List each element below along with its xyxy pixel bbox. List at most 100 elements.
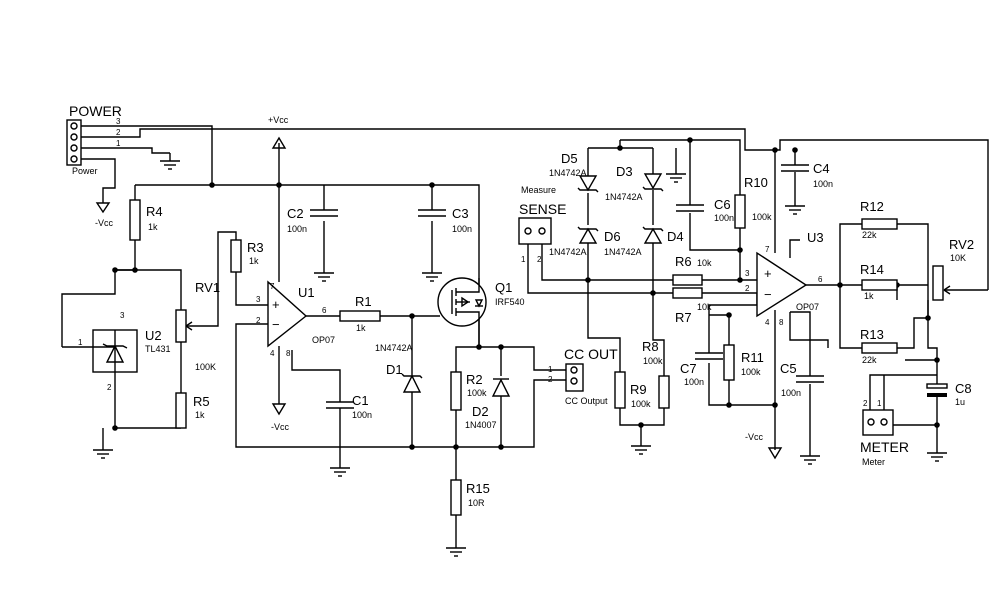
svg-text:1k: 1k: [195, 410, 205, 420]
svg-text:100k: 100k: [741, 367, 761, 377]
d1-zener: 1N4742A D1: [375, 343, 423, 393]
svg-text:2: 2: [256, 316, 261, 325]
svg-text:2: 2: [548, 375, 553, 384]
svg-text:CC OUT: CC OUT: [564, 346, 618, 362]
svg-text:R12: R12: [860, 199, 884, 214]
svg-text:R2: R2: [466, 372, 483, 387]
svg-text:−: −: [272, 317, 280, 332]
rv1-potentiometer: RV1 100K: [175, 280, 220, 372]
svg-text:−: −: [764, 287, 772, 302]
svg-text:100k: 100k: [467, 388, 487, 398]
svg-text:METER: METER: [860, 439, 909, 455]
svg-text:R10: R10: [744, 175, 768, 190]
svg-text:C3: C3: [452, 206, 469, 221]
svg-text:R15: R15: [466, 481, 490, 496]
svg-text:100k: 100k: [643, 356, 663, 366]
pos-vcc-label: +Vcc: [268, 115, 289, 125]
d2-diode: D2 1N4007: [465, 378, 511, 430]
svg-text:R3: R3: [247, 240, 264, 255]
svg-text:1k: 1k: [249, 256, 259, 266]
c7-capacitor: C7 100n: [680, 352, 724, 387]
svg-text:Q1: Q1: [495, 280, 512, 295]
svg-text:100n: 100n: [813, 179, 833, 189]
svg-text:10R: 10R: [468, 498, 485, 508]
neg-vcc-label-1: -Vcc: [95, 218, 114, 228]
svg-text:2: 2: [863, 399, 868, 408]
vcc-symbols: +Vcc -Vcc -Vcc: [268, 115, 783, 460]
cc-out-connector: CC OUT CC Output 1 2: [548, 346, 618, 406]
svg-text:C7: C7: [680, 361, 697, 376]
svg-text:2: 2: [537, 255, 542, 264]
c6-capacitor: C6 100n: [675, 197, 734, 223]
svg-text:10k: 10k: [697, 258, 712, 268]
svg-text:U2: U2: [145, 328, 162, 343]
svg-text:R6: R6: [675, 254, 692, 269]
svg-text:R7: R7: [675, 310, 692, 325]
svg-text:RV2: RV2: [949, 237, 974, 252]
u2-reference: 3 1 2 U2 TL431: [62, 311, 171, 459]
r3-resistor: R3 1k: [230, 239, 264, 273]
svg-text:1N4742A: 1N4742A: [549, 247, 587, 257]
c5-capacitor: C5 100n: [780, 361, 825, 465]
power-label: POWER: [69, 103, 122, 119]
svg-text:+: +: [272, 297, 280, 312]
d3-zener: D3 1N4742A: [605, 164, 664, 202]
neg-vcc-label-3: -Vcc: [745, 432, 764, 442]
d6-zener: D6 1N4742A: [549, 226, 621, 257]
sense-connector: SENSE Measure 1 2: [518, 185, 566, 264]
svg-text:RV1: RV1: [195, 280, 220, 295]
svg-text:7: 7: [270, 282, 275, 291]
r13-resistor: R13 22k: [860, 327, 898, 365]
svg-text:22k: 22k: [862, 355, 877, 365]
svg-text:1k: 1k: [864, 291, 874, 301]
svg-text:1: 1: [548, 365, 553, 374]
r2-resistor: R2 100k: [450, 371, 487, 411]
c2-capacitor: C2 100n: [287, 206, 339, 282]
r1-resistor: R1 1k: [339, 294, 381, 333]
svg-text:C4: C4: [813, 161, 830, 176]
c8-capacitor: C8 1u: [926, 381, 972, 462]
r4-resistor: R4 1k: [129, 199, 163, 241]
svg-text:7: 7: [765, 245, 770, 254]
svg-text:10K: 10K: [950, 253, 966, 263]
svg-text:D5: D5: [561, 151, 578, 166]
svg-text:R9: R9: [630, 382, 647, 397]
r15-resistor: R15 10R: [445, 479, 490, 557]
svg-text:2: 2: [745, 284, 750, 293]
r10-resistor: R10 100k: [734, 175, 772, 229]
svg-text:D2: D2: [472, 404, 489, 419]
svg-text:SENSE: SENSE: [519, 201, 566, 217]
svg-text:1k: 1k: [356, 323, 366, 333]
svg-text:100n: 100n: [684, 377, 704, 387]
svg-text:8: 8: [779, 318, 784, 327]
svg-text:R13: R13: [860, 327, 884, 342]
svg-text:D3: D3: [616, 164, 633, 179]
svg-text:R8: R8: [642, 339, 659, 354]
svg-text:3: 3: [745, 269, 750, 278]
svg-text:IRF540: IRF540: [495, 297, 525, 307]
svg-text:D4: D4: [667, 229, 684, 244]
svg-text:U3: U3: [807, 230, 824, 245]
r5-resistor: R5 1k: [175, 392, 210, 429]
svg-text:Measure: Measure: [521, 185, 556, 195]
svg-text:100n: 100n: [714, 213, 734, 223]
svg-text:10k: 10k: [697, 302, 712, 312]
svg-text:22k: 22k: [862, 230, 877, 240]
power-connector: POWER Power 3 2 1 -Vcc: [66, 103, 181, 228]
svg-text:C2: C2: [287, 206, 304, 221]
svg-text:1N4742A: 1N4742A: [375, 343, 413, 353]
svg-text:D6: D6: [604, 229, 621, 244]
meter-connector: 2 1 METER Meter: [860, 399, 909, 467]
r12-resistor: R12 22k: [860, 199, 898, 240]
svg-text:100k: 100k: [631, 399, 651, 409]
q1-mosfet: Q1 IRF540: [437, 277, 525, 329]
svg-text:3: 3: [120, 311, 125, 320]
c1-capacitor: C1 100n: [325, 393, 372, 477]
svg-text:1u: 1u: [955, 397, 965, 407]
svg-text:100n: 100n: [781, 388, 801, 398]
u3-opamp: + − 7 4 8 6 U3 OP07: [756, 230, 824, 327]
svg-text:Meter: Meter: [862, 457, 885, 467]
d5-zener: D5 1N4742A: [549, 151, 599, 193]
svg-text:D1: D1: [386, 362, 403, 377]
